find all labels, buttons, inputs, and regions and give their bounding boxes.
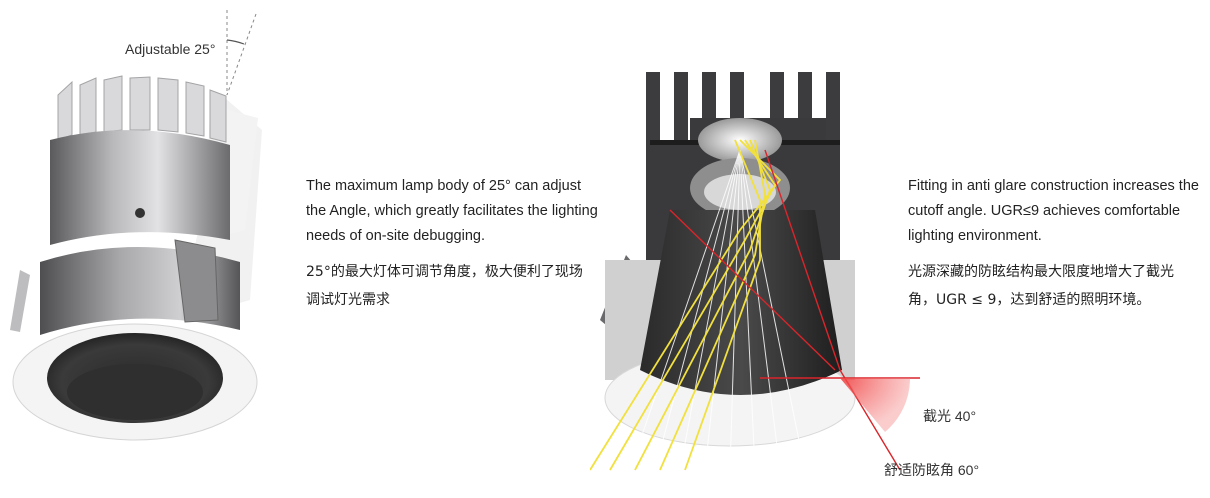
antiglare-text-en-3: lighting environment. [908, 228, 1042, 244]
antiglare-feature-text: Fitting in anti glare construction incre… [908, 174, 1203, 314]
adjust-feature-text: The maximum lamp body of 25° can adjust … [306, 174, 606, 314]
cross-section-illustration [590, 72, 920, 471]
antiglare-cross-section-figure: 截光 40° 舒适防眩角 60° [590, 0, 979, 498]
antiglare-text-en-1: Fitting in anti glare construction incre… [908, 178, 1199, 194]
left-product-figure: Adjustable 25° [0, 0, 300, 498]
antiglare-text-zh-2: 角，UGR ≤ 9，达到舒适的照明环境。 [908, 292, 1151, 308]
antiglare-text-en-2: cutoff angle. UGR≤9 achieves comfortable [908, 203, 1181, 219]
adjust-text-en-2: the Angle, which greatly facilitates the… [306, 203, 598, 219]
antiglare-angle-label: 舒适防眩角 60° [884, 462, 980, 478]
adjust-text-en-1: The maximum lamp body of 25° can adjust [306, 178, 581, 194]
adjust-text-en-3: needs of on-site debugging. [306, 228, 485, 244]
adjustable-angle-label: Adjustable 25° [125, 41, 216, 57]
cutoff-angle-label: 截光 40° [923, 408, 977, 424]
adjust-text-zh-1: 25°的最大灯体可调节角度，极大便利了现场 [306, 264, 583, 280]
adjust-text-zh-2: 调试灯光需求 [306, 292, 390, 308]
adjustable-downlight-illustration [10, 10, 262, 441]
antiglare-text-zh-1: 光源深藏的防眩结构最大限度地增大了截光 [908, 264, 1174, 280]
